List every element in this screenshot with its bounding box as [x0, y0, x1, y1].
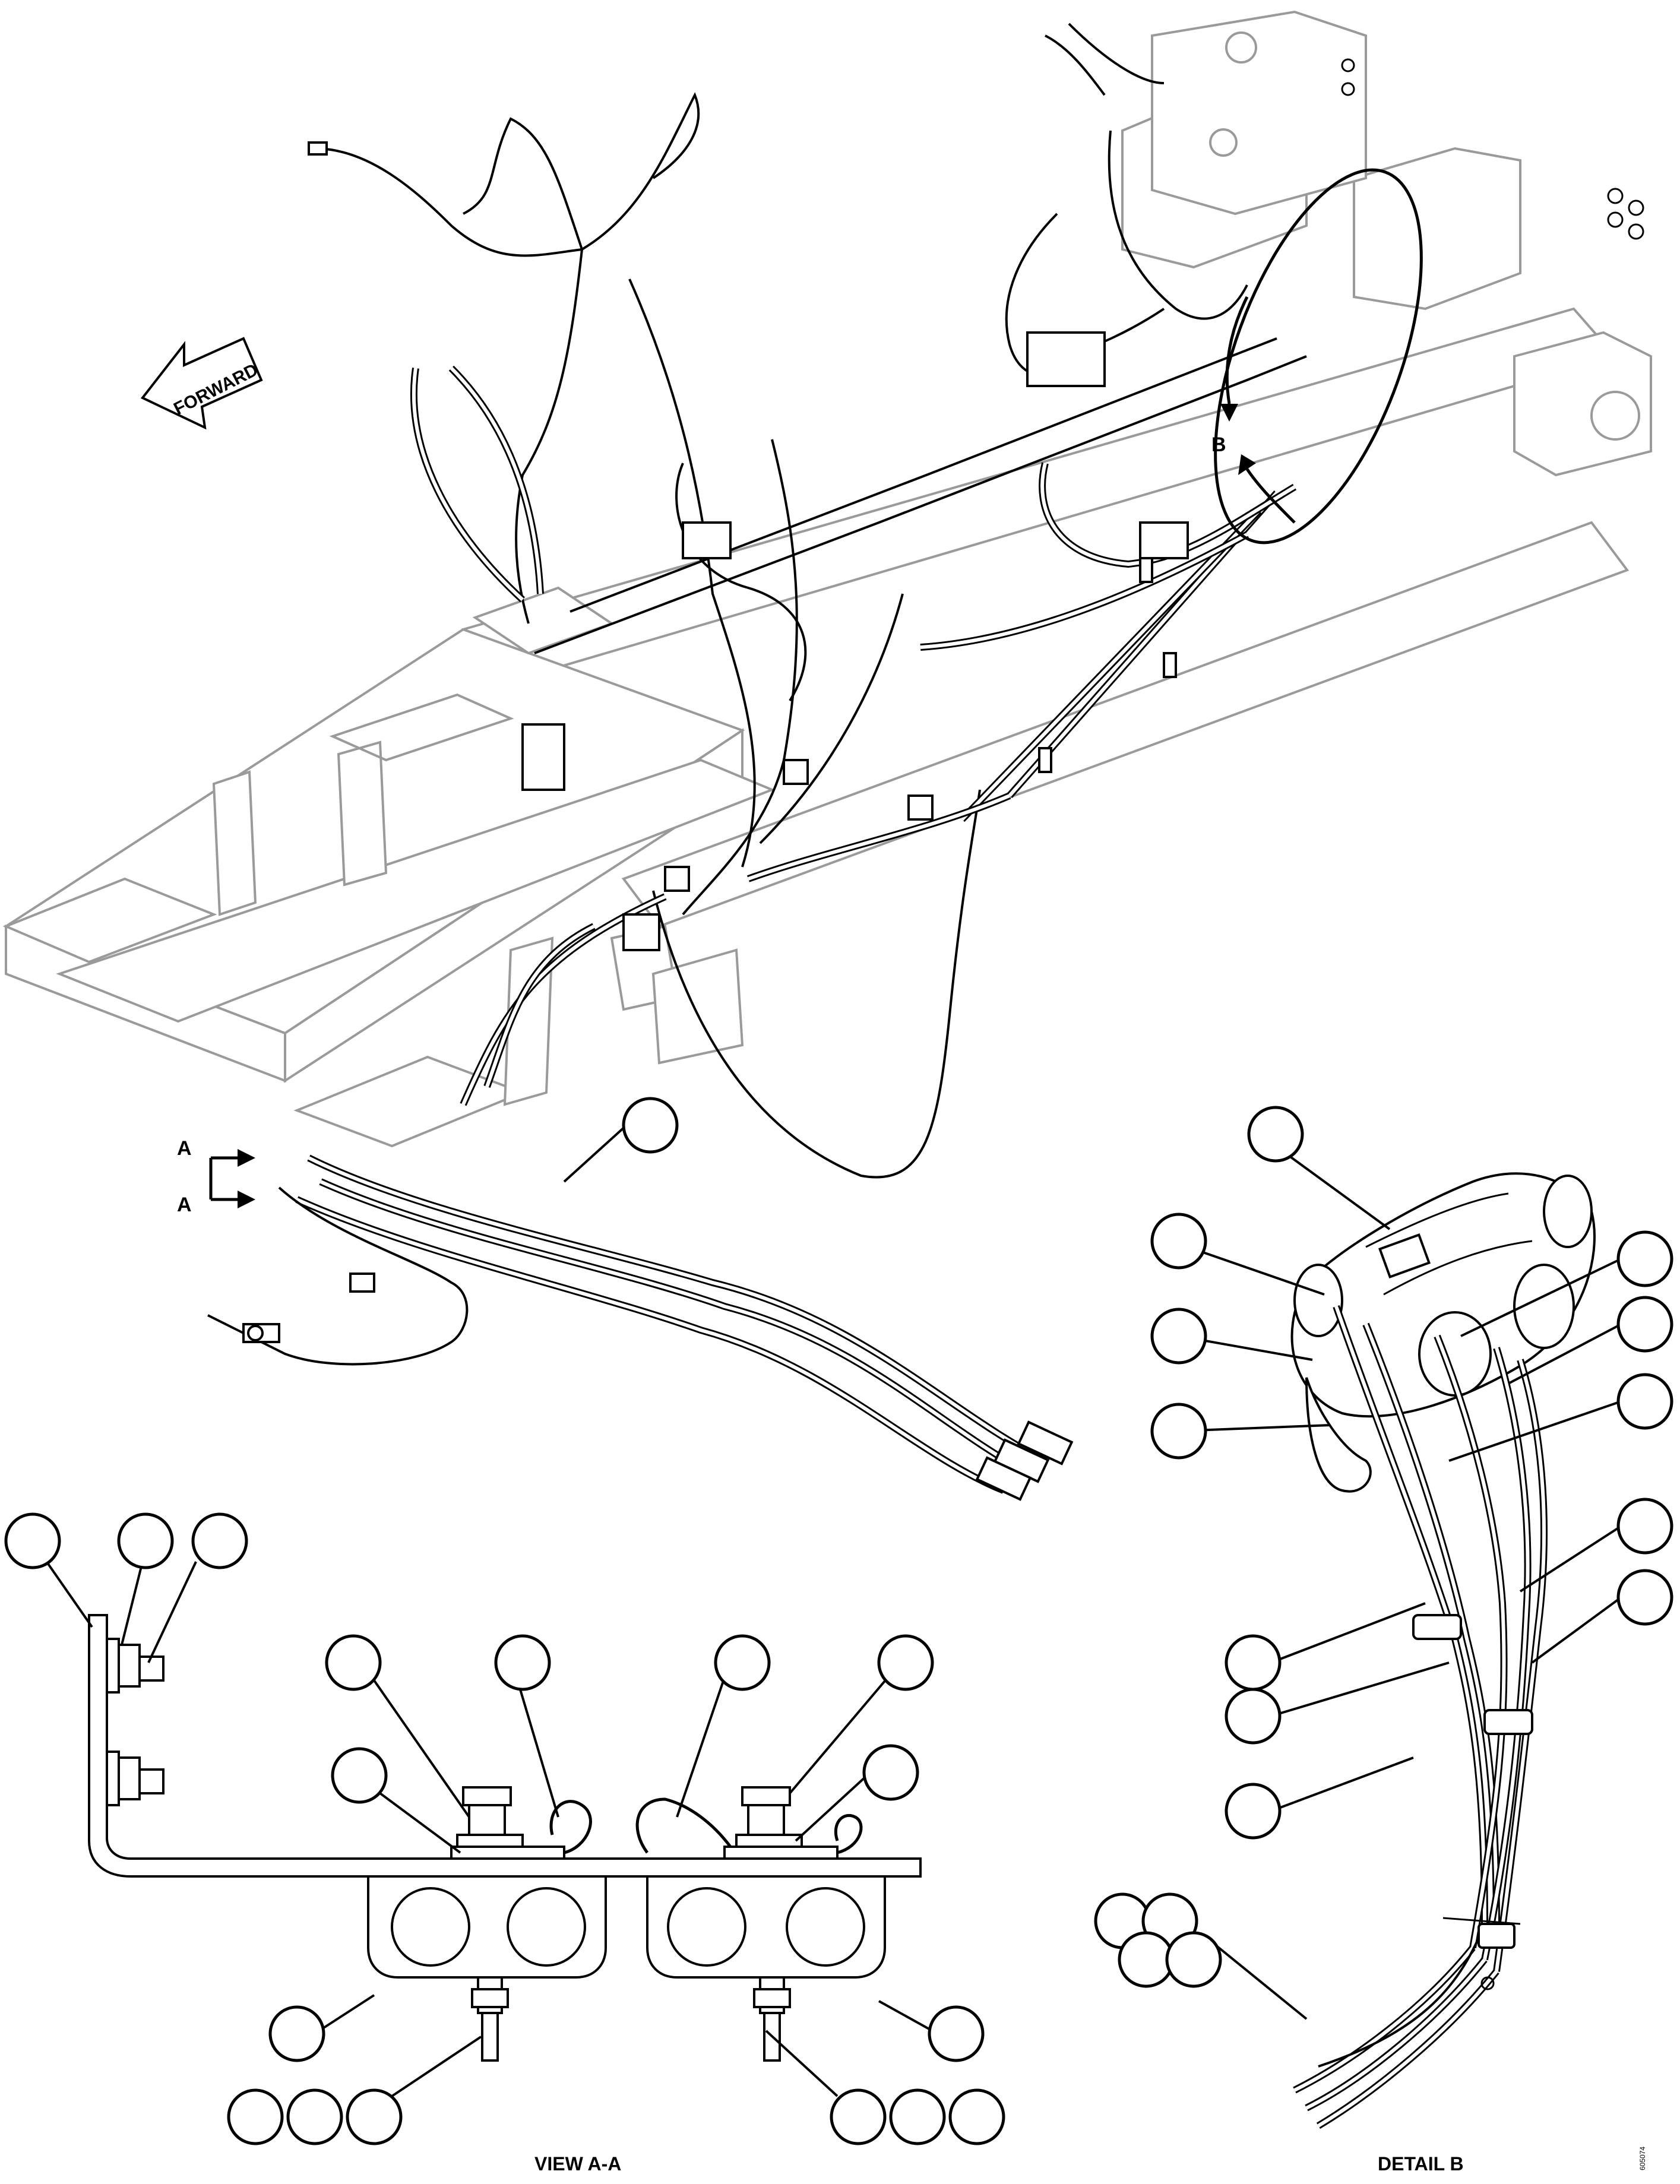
figure-code: 605074 [1638, 2147, 1647, 2170]
section-a-top-label: A [177, 1137, 192, 1160]
vehicle-frame [2, 10, 1652, 1148]
detail-b-view [1290, 1172, 1596, 2129]
view-a-a [88, 1614, 922, 2062]
view-a-a-caption: VIEW A-A [534, 2153, 621, 2174]
detail-b-callouts [1094, 1106, 1673, 2020]
detail-b-arrows [1220, 296, 1296, 524]
wiring-harness [207, 23, 1307, 1501]
forward-arrow: FORWARD [140, 337, 263, 430]
detail-b-circle [1214, 168, 1423, 545]
main-view-callout [563, 1097, 679, 1183]
section-a-bottom-label: A [177, 1194, 192, 1216]
detail-b-caption: DETAIL B [1378, 2153, 1464, 2174]
detail-b-marker: B [1211, 433, 1226, 456]
view-a-a-callouts [4, 1512, 1005, 2145]
section-a-marker [209, 1149, 255, 1208]
